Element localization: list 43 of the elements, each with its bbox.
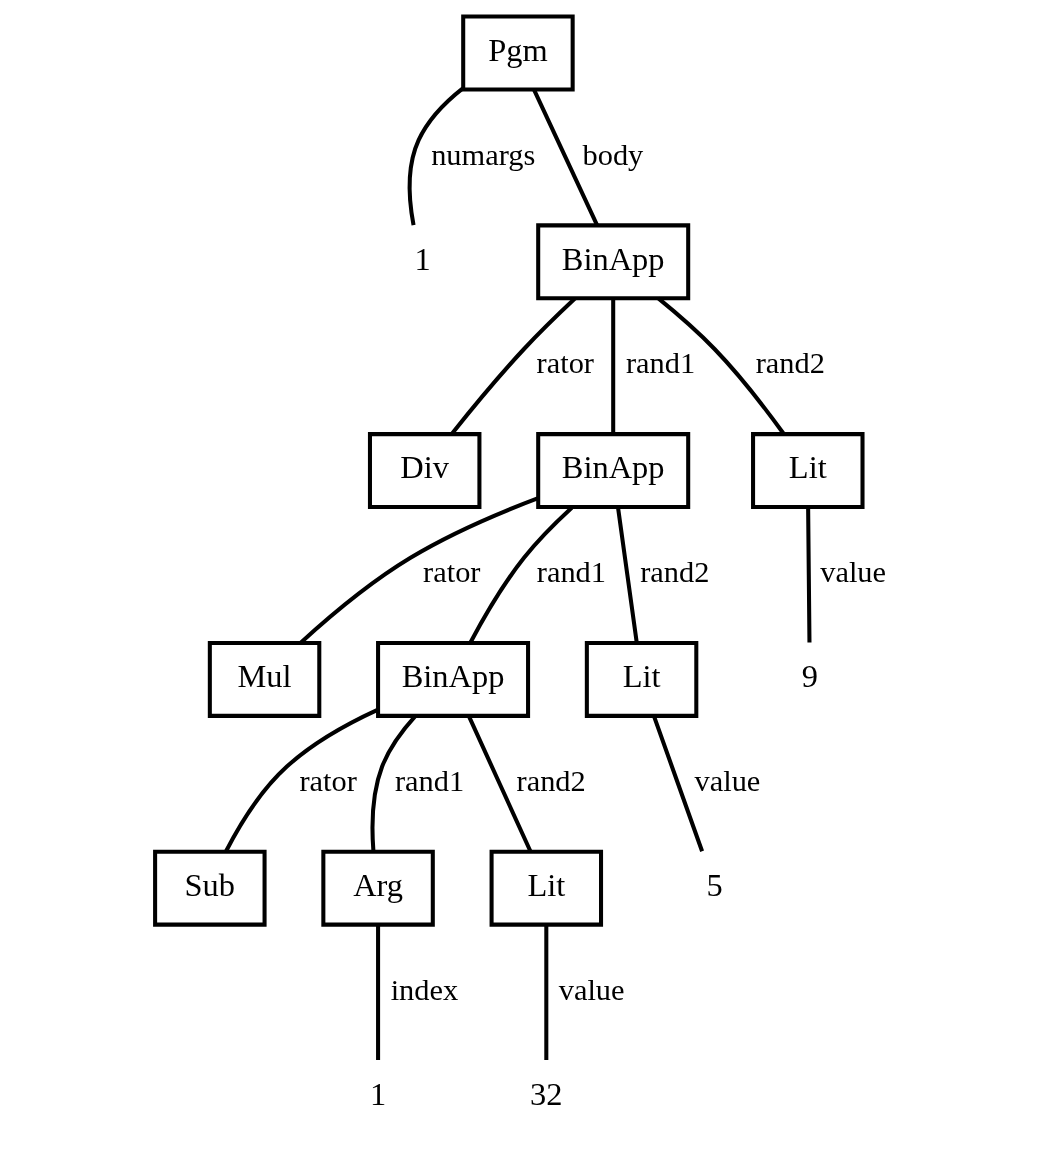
node-box: BinApp <box>376 640 531 718</box>
edge-label: value <box>820 555 887 590</box>
node-box: Mul <box>207 640 322 718</box>
connector <box>532 88 599 226</box>
connector <box>544 924 549 1060</box>
edge-label: rand1 <box>394 763 465 798</box>
connector <box>806 507 812 643</box>
edge-label: rand2 <box>640 555 710 590</box>
node-box: Pgm <box>461 14 575 92</box>
connector <box>611 298 616 434</box>
connector <box>652 715 704 852</box>
edge-label: rator <box>299 763 357 798</box>
edge-label: rand1 <box>536 555 606 590</box>
node-text: 9 <box>801 658 818 695</box>
node-box: Lit <box>584 640 699 718</box>
node-text: 5 <box>706 866 723 903</box>
connector <box>616 507 639 643</box>
node-text: 1 <box>414 240 431 277</box>
edge-label: rand1 <box>625 346 696 381</box>
connector <box>467 715 533 853</box>
edge-label: rand2 <box>755 346 825 381</box>
connector <box>224 708 379 853</box>
edge-label: rand2 <box>516 763 586 798</box>
connector <box>407 86 465 226</box>
node-box: BinApp <box>536 432 691 510</box>
connector <box>376 924 381 1060</box>
edge-label: numargs <box>431 137 536 172</box>
connector <box>450 297 577 435</box>
node-box: Lit <box>489 849 604 927</box>
node-box: BinApp <box>536 223 691 301</box>
node-text: 32 <box>530 1075 563 1112</box>
node-box: Sub <box>153 849 267 927</box>
edge-label: rator <box>536 346 594 381</box>
edge-label: value <box>694 763 761 798</box>
node-box: Lit <box>751 432 865 510</box>
edge-label: index <box>390 972 459 1007</box>
node-box: Arg <box>321 849 435 927</box>
node-text: 1 <box>369 1075 387 1112</box>
node-box: Div <box>367 432 482 510</box>
edge-label: body <box>582 137 644 172</box>
edge-label: value <box>558 972 625 1007</box>
edge-label: rator <box>423 555 481 590</box>
connector <box>468 506 574 644</box>
